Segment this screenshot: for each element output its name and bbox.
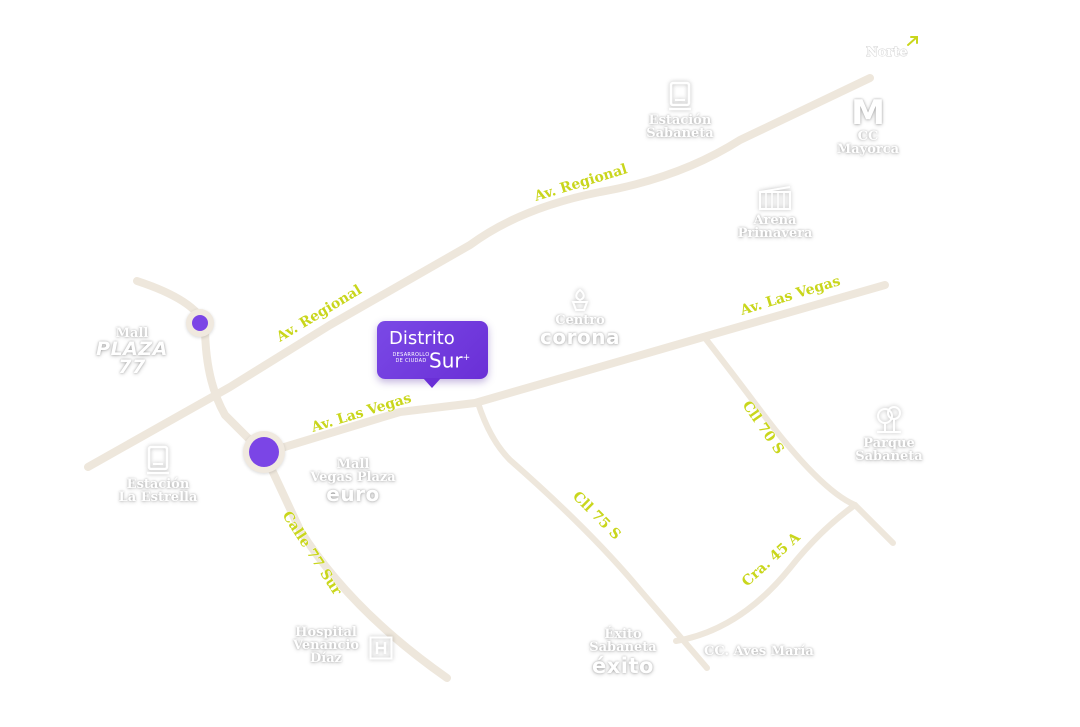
- place-label-line1: CC. Aves María: [704, 644, 814, 659]
- mayorca-logo-icon: M: [851, 93, 885, 133]
- place-mall-plaza-77[interactable]: Mall PLAZA 77: [92, 326, 172, 378]
- train-icon: [147, 445, 169, 475]
- compass-label: Norte: [866, 45, 908, 60]
- place-label-line1: Centro: [555, 313, 605, 328]
- place-estacion-sabaneta[interactable]: Estación Sabaneta: [640, 80, 720, 140]
- place-label-line1: Estación: [126, 477, 190, 492]
- road-cll-75-s[interactable]: [475, 400, 710, 671]
- place-label-line2: La Estrella: [118, 490, 198, 505]
- road-label-cll-75-s: Cll 75 S: [569, 489, 624, 544]
- place-label-line2: Vegas Plaza: [310, 470, 396, 485]
- place-hospital-venancio-diaz[interactable]: Hospital Venancio Díaz: [286, 626, 366, 665]
- place-label-line2: Venancio: [292, 638, 359, 653]
- exito-brand-text: éxito: [592, 654, 654, 678]
- marker-name-line2: Sur+: [429, 348, 471, 373]
- place-label-line1: Éxito: [604, 627, 642, 642]
- place-label-line3: Díaz: [309, 651, 343, 666]
- place-cc-mayorca[interactable]: M CC Mayorca: [828, 96, 908, 156]
- place-cc-aves-maria[interactable]: CC. Aves María: [704, 645, 824, 658]
- place-label-line2: Sabaneta: [589, 640, 657, 655]
- arena-icon: [759, 186, 791, 210]
- place-label-line1: Hospital: [295, 625, 357, 640]
- corona-logo-icon: [571, 288, 589, 311]
- place-centro-corona[interactable]: Centro corona: [530, 288, 630, 347]
- plaza-brand-text: PLAZA: [96, 338, 168, 360]
- train-icon: [669, 81, 691, 111]
- place-mall-vegas-plaza[interactable]: Mall Vegas Plaza euro: [303, 458, 403, 504]
- place-arena-primavera[interactable]: Arena Primavera: [732, 184, 818, 240]
- place-label-line2: Sabaneta: [646, 126, 714, 141]
- euro-brand-text: euro: [326, 482, 380, 506]
- road-label-cll-70-s: Cll 70 S: [739, 398, 787, 457]
- road-av-regional[interactable]: [84, 74, 874, 471]
- marker-tagline: DESARROLLO DE CIUDAD: [392, 352, 430, 364]
- place-label-line1: Mall: [336, 457, 370, 472]
- place-label-line1: Estación: [648, 113, 712, 128]
- place-label-line1: Mall: [115, 326, 149, 341]
- north-arrow-icon: [907, 36, 918, 46]
- place-estacion-la-estrella[interactable]: Estación La Estrella: [108, 444, 208, 504]
- road-label-calle-77-sur: Calle 77 Sur: [279, 508, 345, 598]
- place-label-line1: CC: [857, 129, 879, 144]
- tree-icon: [877, 406, 901, 433]
- place-label-line2: Sabaneta: [855, 449, 923, 464]
- road-cll-70-s[interactable]: [702, 335, 896, 546]
- hospital-icon: [369, 636, 393, 660]
- distrito-sur-marker[interactable]: Distrito DESARROLLO DE CIUDAD Sur+: [377, 321, 488, 388]
- marker-name-line1: Distrito: [389, 328, 455, 349]
- place-label-line2: Mayorca: [836, 142, 900, 157]
- place-label-line1: Arena: [753, 213, 797, 228]
- corona-brand-text: corona: [540, 325, 620, 349]
- junction-dot-large[interactable]: [249, 437, 279, 467]
- road-cra-45-a[interactable]: [673, 502, 858, 644]
- plaza-brand-number: 77: [118, 356, 146, 378]
- junction-dot-small[interactable]: [192, 315, 208, 331]
- place-label-line1: Parque: [863, 436, 915, 451]
- place-exito-sabaneta[interactable]: Éxito Sabaneta éxito: [578, 628, 668, 678]
- place-label-line2: Primavera: [737, 226, 813, 241]
- place-parque-sabaneta[interactable]: Parque Sabaneta: [846, 403, 932, 463]
